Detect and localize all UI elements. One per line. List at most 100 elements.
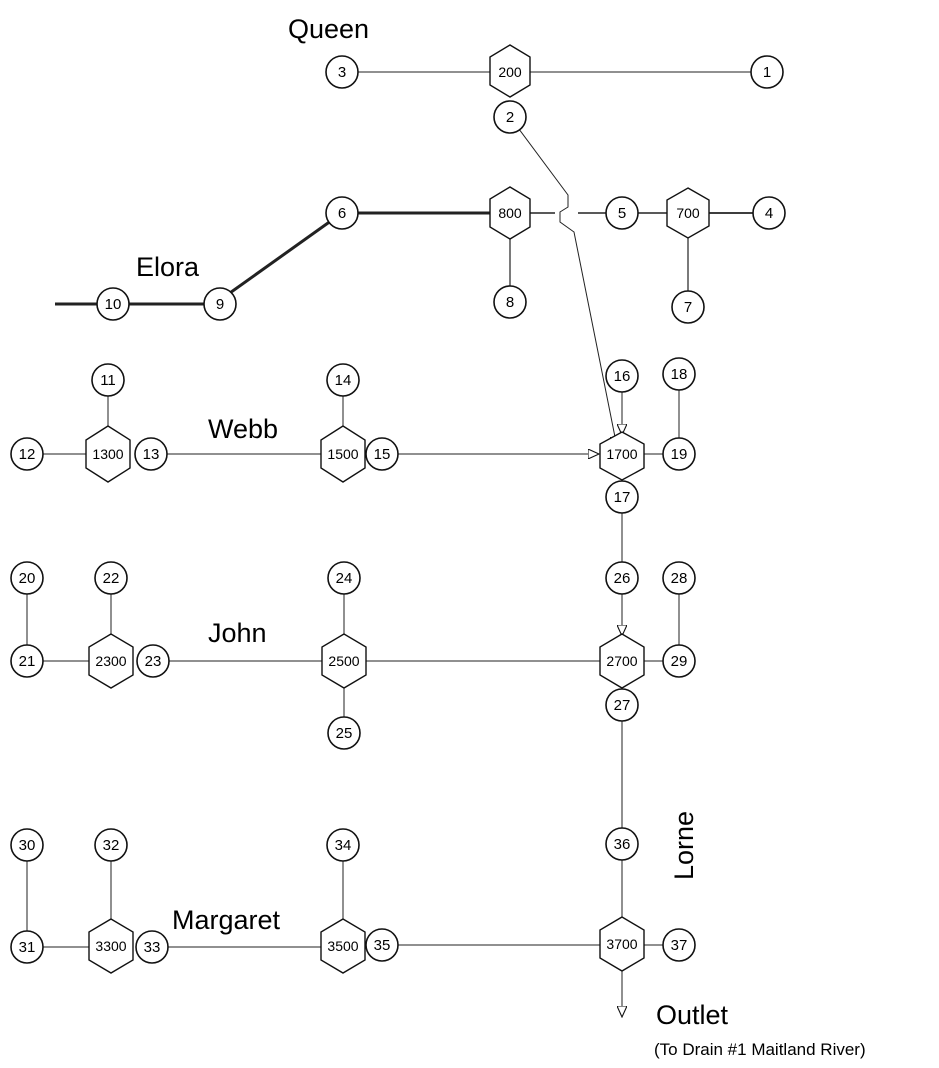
node-37: 37 — [662, 928, 696, 962]
node-13-label: 13 — [143, 446, 160, 463]
manhole-200: 200 — [489, 44, 531, 98]
manhole-1500: 1500 — [320, 425, 366, 483]
manhole-1700-label: 1700 — [606, 446, 637, 462]
node-37-label: 37 — [671, 937, 688, 954]
manhole-800-label: 800 — [498, 205, 522, 221]
node-9: 9 — [203, 287, 237, 321]
node-2-label: 2 — [506, 109, 514, 126]
manhole-2300-label: 2300 — [95, 653, 126, 669]
manhole-700: 700 — [666, 187, 710, 239]
node-25-label: 25 — [336, 725, 353, 742]
node-28: 28 — [662, 561, 696, 595]
node-30-label: 30 — [19, 837, 36, 854]
manhole-3500: 3500 — [320, 918, 366, 974]
manhole-2700-label: 2700 — [606, 653, 637, 669]
street-label-john: John — [208, 618, 267, 648]
node-7: 7 — [671, 290, 705, 324]
node-34: 34 — [326, 828, 360, 862]
pipe-9-6 — [219, 211, 343, 302]
node-29: 29 — [662, 644, 696, 678]
node-17-label: 17 — [614, 489, 631, 506]
node-6-label: 6 — [338, 205, 346, 222]
node-14-label: 14 — [335, 372, 352, 389]
manhole-700-label: 700 — [676, 205, 700, 221]
node-11-label: 11 — [100, 372, 116, 389]
node-4-label: 4 — [765, 205, 773, 222]
pipe-edges — [26, 71, 769, 1017]
node-36-label: 36 — [614, 836, 631, 853]
node-25: 25 — [327, 716, 361, 750]
node-13: 13 — [134, 437, 168, 471]
node-33-label: 33 — [144, 939, 161, 956]
node-3-label: 3 — [338, 64, 346, 81]
node-30: 30 — [10, 828, 44, 862]
manholes: 200 800 700 1300 1500 1700 2300 2500 — [85, 44, 710, 974]
node-20-label: 20 — [19, 570, 36, 587]
manhole-2500: 2500 — [321, 633, 367, 689]
manhole-3300-label: 3300 — [95, 938, 126, 954]
node-28-label: 28 — [671, 570, 688, 587]
node-29-label: 29 — [671, 653, 688, 670]
node-32: 32 — [94, 828, 128, 862]
node-22: 22 — [94, 561, 128, 595]
node-23: 23 — [136, 644, 170, 678]
node-2: 2 — [493, 100, 527, 134]
node-8-label: 8 — [506, 294, 514, 311]
pipe-2-1700 — [509, 116, 617, 447]
node-27: 27 — [605, 688, 639, 722]
node-27-label: 27 — [614, 697, 631, 714]
catch-basins: 1 2 3 4 5 6 7 8 9 10 11 12 13 14 15 16 1… — [10, 55, 786, 964]
manhole-3700-label: 3700 — [606, 936, 637, 952]
node-18-label: 18 — [671, 366, 688, 383]
manhole-200-label: 200 — [498, 64, 522, 80]
node-16-label: 16 — [614, 368, 631, 385]
manhole-3700: 3700 — [599, 916, 645, 972]
node-23-label: 23 — [145, 653, 162, 670]
node-14: 14 — [326, 363, 360, 397]
node-19-label: 19 — [671, 446, 688, 463]
node-1: 1 — [750, 55, 784, 89]
manhole-3300: 3300 — [88, 918, 134, 974]
node-24-label: 24 — [336, 570, 353, 587]
node-12-label: 12 — [19, 446, 36, 463]
node-1-label: 1 — [763, 64, 771, 81]
node-15: 15 — [365, 437, 399, 471]
node-18: 18 — [662, 357, 696, 391]
node-10: 10 — [96, 287, 130, 321]
manhole-2300: 2300 — [88, 633, 134, 689]
node-5: 5 — [605, 196, 639, 230]
street-label-webb: Webb — [208, 414, 278, 444]
node-26-label: 26 — [614, 570, 631, 587]
node-31-label: 31 — [19, 939, 36, 956]
node-35-label: 35 — [374, 937, 391, 954]
street-label-lorne: Lorne — [669, 811, 699, 880]
manhole-3500-label: 3500 — [327, 938, 358, 954]
node-21: 21 — [10, 644, 44, 678]
manhole-800: 800 — [489, 186, 531, 240]
node-15-label: 15 — [374, 446, 391, 463]
node-22-label: 22 — [103, 570, 120, 587]
node-9-label: 9 — [216, 296, 224, 313]
node-8: 8 — [493, 285, 527, 319]
manhole-1700: 1700 — [599, 431, 645, 481]
street-label-queen: Queen — [288, 14, 369, 44]
node-3: 3 — [325, 55, 359, 89]
node-4: 4 — [752, 196, 786, 230]
node-26: 26 — [605, 561, 639, 595]
node-19: 19 — [662, 437, 696, 471]
node-6: 6 — [325, 196, 359, 230]
node-21-label: 21 — [19, 653, 36, 670]
node-12: 12 — [10, 437, 44, 471]
street-labels: Queen Elora Webb John Margaret Lorne — [136, 14, 699, 935]
node-35: 35 — [365, 928, 399, 962]
manhole-2500-label: 2500 — [328, 653, 359, 669]
node-7-label: 7 — [684, 299, 692, 316]
node-10-label: 10 — [105, 296, 122, 313]
street-label-elora: Elora — [136, 252, 200, 282]
manhole-1500-label: 1500 — [327, 446, 358, 462]
node-11: 11 — [91, 363, 125, 397]
outlet: Outlet (To Drain #1 Maitland River) — [654, 1000, 866, 1059]
outlet-label: Outlet — [656, 1000, 729, 1030]
node-31: 31 — [10, 930, 44, 964]
